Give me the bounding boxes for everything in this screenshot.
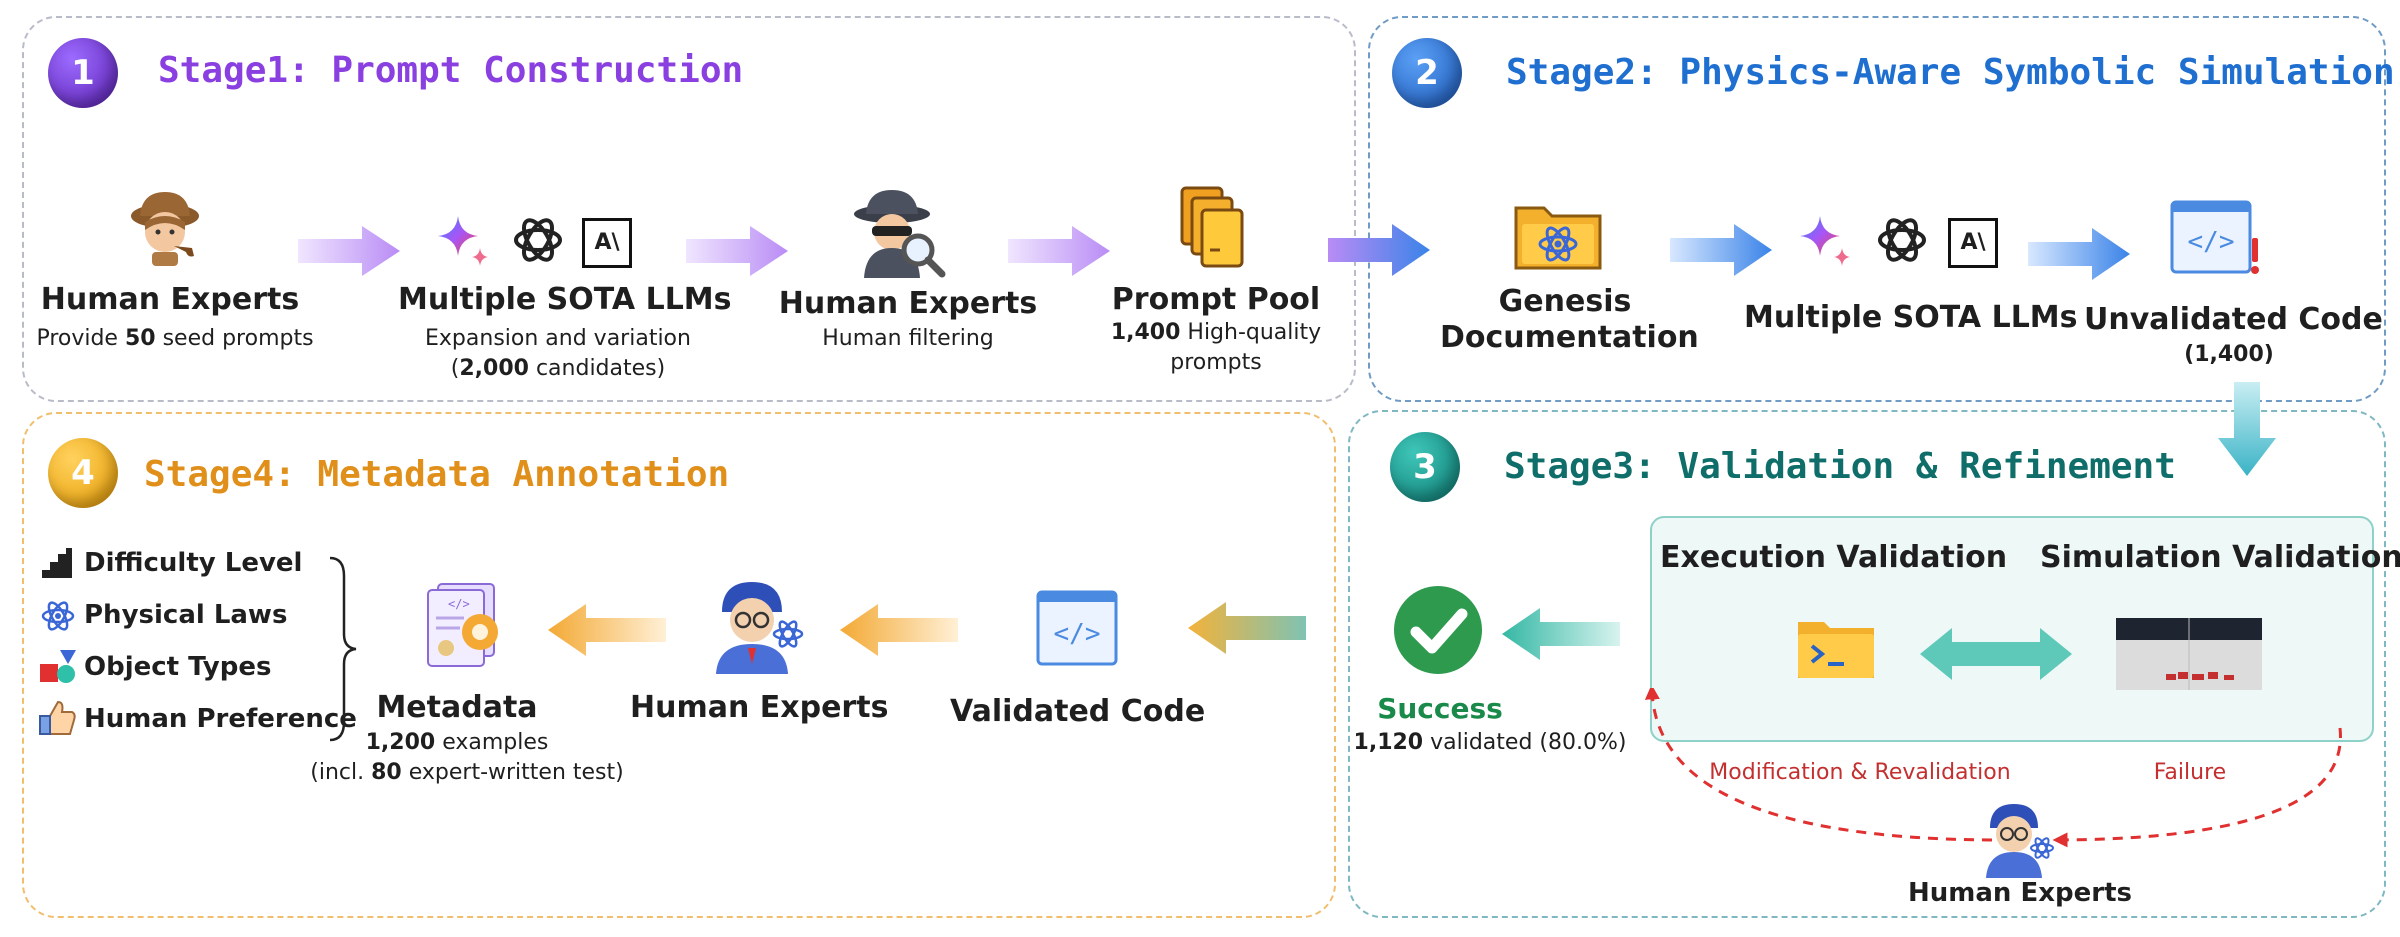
stage1-title: Stage1: Prompt Construction: [158, 50, 744, 91]
stage4-number-badge: 4: [48, 438, 118, 508]
unvalidated-code-title: Unvalidated Code: [2084, 302, 2383, 337]
stage4-panel: [22, 412, 1336, 918]
annotation-expert-icon: [716, 582, 804, 674]
stage4-arrow-2: [840, 604, 958, 656]
success-title: Success: [1377, 692, 1503, 725]
svg-text:</>: </>: [2188, 227, 2235, 257]
gemini-logo-icon: [1800, 216, 1850, 266]
spy-expert-icon: [854, 190, 946, 278]
stairs-icon: [42, 548, 72, 578]
list-item-physical-laws: Physical Laws: [84, 600, 288, 630]
gemini-logo-icon: [438, 216, 488, 266]
annotation-experts-title: Human Experts: [630, 690, 889, 725]
stage2-arrow-1: [1670, 224, 1772, 276]
execution-validation-title: Execution Validation: [1660, 540, 2008, 575]
simulation-validation-title: Simulation Validation: [2040, 540, 2400, 575]
stage1-number-badge: 1: [48, 38, 118, 108]
modification-label: Modification & Revalidation: [1709, 760, 2011, 785]
list-bracket: [329, 556, 357, 742]
stage1-panel: [22, 16, 1356, 402]
prompt-pool-subtitle-2: prompts: [1170, 350, 1262, 375]
metadata-subtitle-1: 1,200 examples: [365, 730, 549, 755]
prompt-pool-title: Prompt Pool: [1111, 282, 1321, 317]
stage3-number-badge: 3: [1390, 432, 1460, 502]
list-item-object-types: Object Types: [84, 652, 272, 682]
genesis-title-line1: Genesis: [1498, 284, 1632, 319]
stage1-experts-title: Human Experts: [40, 282, 300, 317]
refinement-experts-label: Human Experts: [1908, 878, 2132, 908]
validated-code-icon: </>: [1036, 590, 1118, 666]
stage3-panel: [1348, 410, 2386, 918]
openai-logo-icon: [1878, 218, 1926, 262]
stage1-filter-title: Human Experts: [778, 286, 1038, 321]
stage1-arrow-2: [686, 226, 788, 276]
success-check-icon: [1394, 586, 1482, 674]
svg-text:</>: </>: [448, 597, 470, 611]
genesis-title-line2: Documentation: [1440, 320, 1699, 355]
refinement-loop-arrow: [1644, 688, 2342, 848]
stage1-llms-subtitle-1: Expansion and variation: [425, 326, 691, 351]
prompt-pool-subtitle-1: 1,400 High-quality: [1110, 320, 1322, 345]
stage2-panel: [1368, 16, 2386, 402]
stage1-to-stage2-arrow: [1328, 224, 1430, 276]
simulation-screenshot-image: [2116, 618, 2262, 690]
success-subtitle: 1,120 validated (80.0%): [1353, 730, 1627, 755]
shapes-icon: [40, 650, 76, 683]
unvalidated-code-icon: </>: [2170, 200, 2259, 274]
stage4-arrow-1: [548, 604, 666, 656]
stage4-title: Stage4: Metadata Annotation: [144, 454, 730, 495]
stage2-to-stage3-arrow: [2218, 382, 2276, 476]
genesis-folder-icon: [1514, 206, 1602, 270]
stage1-llms-subtitle-2: (2,000 candidates): [450, 356, 666, 381]
stage1-experts-subtitle: Provide 50 seed prompts: [36, 326, 314, 351]
anthropic-logo-icon: A\: [1948, 218, 1998, 268]
stage3-title: Stage3: Validation & Refinement: [1504, 446, 2176, 487]
list-item-human-preference: Human Preference: [84, 704, 357, 734]
openai-logo-icon: [514, 218, 562, 262]
stage2-title: Stage2: Physics-Aware Symbolic Simulatio…: [1506, 52, 2395, 93]
stage1-arrow-3: [1008, 226, 1110, 276]
anthropic-logo-icon: A\: [582, 218, 632, 268]
stage2-number-badge: 2: [1392, 38, 1462, 108]
prompt-pool-icon: [1180, 186, 1244, 268]
validation-to-success-arrow: [1502, 608, 1620, 660]
thumbs-up-icon: [39, 700, 76, 735]
metadata-subtitle-2: (incl. 80 expert-written test): [310, 760, 624, 785]
unvalidated-code-count: (1,400): [2184, 342, 2274, 367]
stage2-llms-title: Multiple SOTA LLMs: [1744, 300, 2078, 335]
refinement-expert-icon: [1986, 804, 2054, 878]
metadata-title: Metadata: [376, 690, 538, 725]
stage1-filter-subtitle: Human filtering: [822, 326, 994, 351]
stage1-llms-title: Multiple SOTA LLMs: [398, 282, 732, 317]
metadata-document-icon: </>: [427, 583, 498, 667]
validated-code-title: Validated Code: [950, 694, 1206, 729]
terminal-folder-icon: [1798, 622, 1874, 678]
stage3-to-stage4-arrow: [1188, 602, 1306, 654]
detective-expert-icon: [131, 192, 199, 266]
stage2-arrow-2: [2028, 228, 2130, 280]
validation-double-arrow: [1920, 628, 2072, 680]
stage1-arrow-1: [298, 226, 400, 276]
list-item-difficulty-level: Difficulty Level: [84, 548, 303, 578]
atom-icon: [41, 601, 75, 631]
svg-text:</>: </>: [1054, 619, 1101, 649]
failure-label: Failure: [2153, 760, 2227, 785]
